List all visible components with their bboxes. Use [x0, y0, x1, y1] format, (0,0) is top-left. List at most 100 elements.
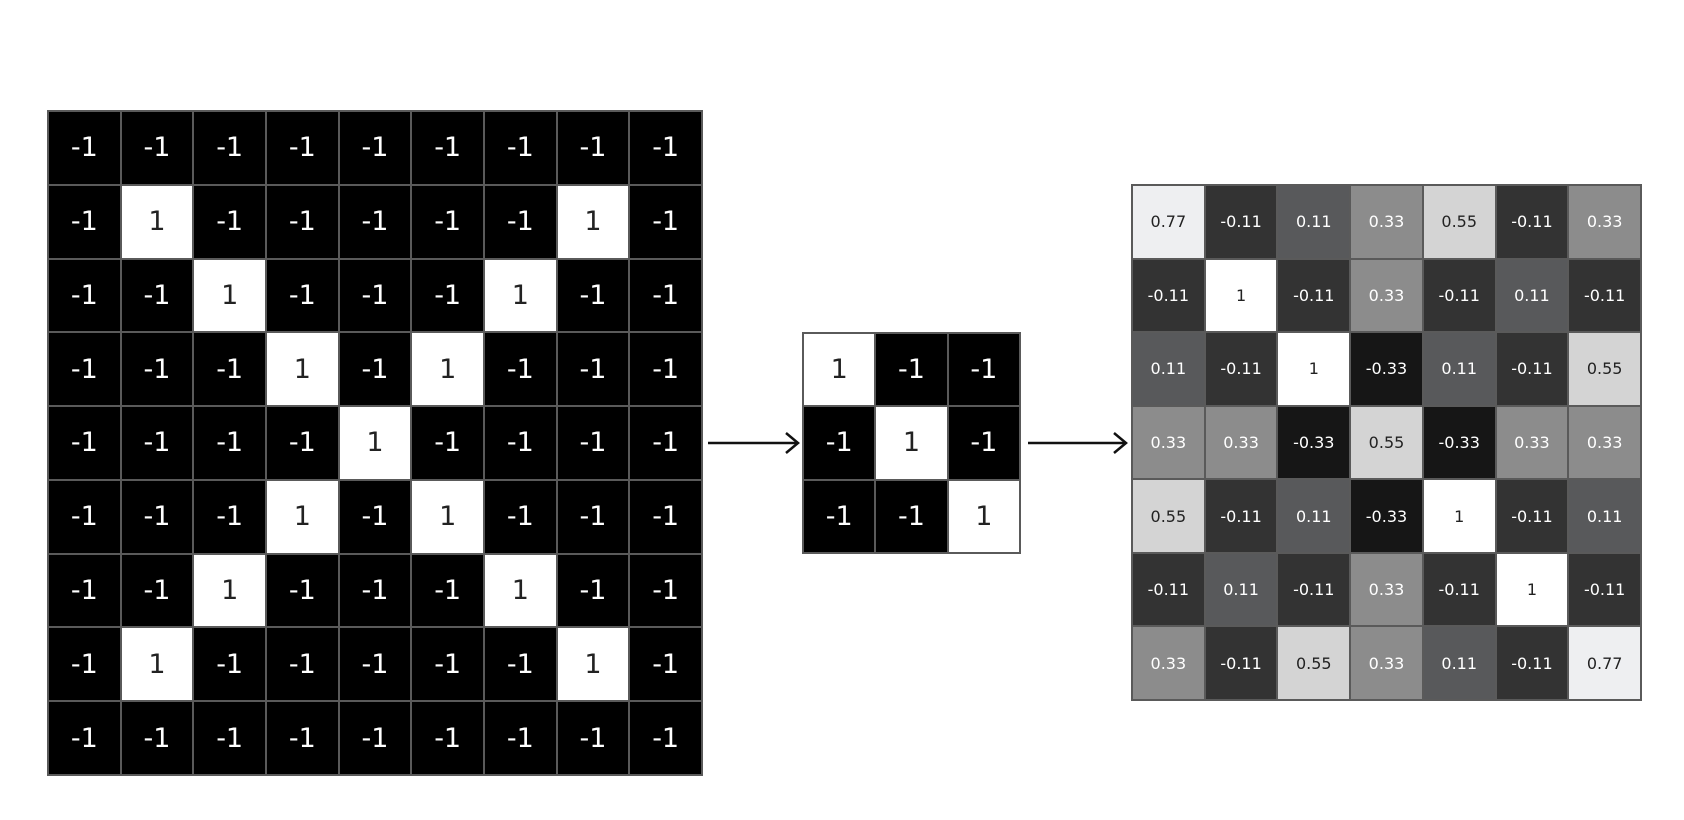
- input-cell: -1: [557, 554, 629, 627]
- output-cell: 0.33: [1569, 406, 1640, 479]
- kernel-cell: -1: [804, 407, 875, 479]
- output-cell: -0.11: [1423, 553, 1495, 626]
- input-cell: -1: [194, 333, 265, 406]
- output-cell: -0.33: [1423, 406, 1495, 479]
- arrow-right-icon: [1028, 432, 1128, 454]
- input-cell: 1: [557, 185, 629, 258]
- input-cell: -1: [630, 702, 701, 774]
- output-cell: 0.55: [1569, 333, 1640, 405]
- input-cell: -1: [194, 702, 265, 774]
- output-cell: -0.11: [1278, 553, 1350, 626]
- output-cell: 0.77: [1569, 627, 1640, 699]
- output-cell: 0.33: [1351, 553, 1422, 626]
- input-cell: -1: [266, 112, 338, 184]
- output-cell: -0.11: [1133, 553, 1204, 626]
- output-cell: -0.11: [1496, 333, 1568, 405]
- input-cell: -1: [484, 480, 556, 553]
- output-cell: 0.11: [1278, 186, 1350, 258]
- output-cell: -0.11: [1205, 627, 1277, 699]
- input-cell: -1: [339, 333, 411, 406]
- input-cell: -1: [557, 112, 629, 184]
- input-cell: -1: [121, 112, 193, 184]
- input-cell: -1: [412, 185, 483, 258]
- input-cell: -1: [266, 407, 338, 479]
- input-cell: -1: [266, 554, 338, 627]
- input-cell: -1: [630, 628, 701, 701]
- input-cell: -1: [630, 185, 701, 258]
- input-cell: -1: [557, 702, 629, 774]
- input-cell: -1: [121, 480, 193, 553]
- input-cell: -1: [484, 628, 556, 701]
- input-cell: -1: [266, 628, 338, 701]
- output-cell: 0.33: [1351, 627, 1422, 699]
- output-cell: 0.55: [1278, 627, 1350, 699]
- input-cell: -1: [339, 554, 411, 627]
- input-cell: -1: [121, 407, 193, 479]
- input-cell: -1: [49, 554, 120, 627]
- kernel-cell: -1: [876, 480, 947, 552]
- input-cell: -1: [412, 702, 483, 774]
- output-cell: 0.11: [1423, 627, 1495, 699]
- input-cell: -1: [49, 185, 120, 258]
- output-cell: -0.11: [1569, 553, 1640, 626]
- output-cell: 0.55: [1351, 406, 1422, 479]
- output-cell: -0.11: [1205, 186, 1277, 258]
- output-cell: 0.33: [1351, 259, 1422, 332]
- kernel-cell: -1: [948, 407, 1019, 479]
- input-cell: -1: [412, 407, 483, 479]
- input-cell: -1: [630, 112, 701, 184]
- output-cell: 0.33: [1205, 406, 1277, 479]
- input-cell: -1: [194, 480, 265, 553]
- input-cell: -1: [557, 480, 629, 553]
- output-cell: -0.11: [1496, 627, 1568, 699]
- input-cell: -1: [194, 185, 265, 258]
- output-cell: 0.33: [1133, 627, 1204, 699]
- input-cell: 1: [194, 554, 265, 627]
- kernel-cell: 1: [804, 334, 875, 406]
- input-cell: -1: [630, 259, 701, 332]
- input-cell: -1: [557, 333, 629, 406]
- output-cell: 1: [1205, 259, 1277, 332]
- input-cell: -1: [339, 628, 411, 701]
- input-cell: -1: [339, 112, 411, 184]
- input-cell: -1: [484, 407, 556, 479]
- output-cell: -0.11: [1569, 259, 1640, 332]
- input-cell: -1: [266, 702, 338, 774]
- input-cell: 1: [121, 185, 193, 258]
- input-cell: -1: [412, 259, 483, 332]
- input-cell: -1: [412, 554, 483, 627]
- input-cell: -1: [484, 333, 556, 406]
- input-cell: 1: [412, 480, 483, 553]
- output-cell: 0.11: [1205, 553, 1277, 626]
- input-cell: -1: [49, 333, 120, 406]
- input-cell: -1: [412, 112, 483, 184]
- input-cell: -1: [194, 628, 265, 701]
- input-cell: -1: [339, 185, 411, 258]
- input-cell: -1: [49, 407, 120, 479]
- input-cell: -1: [49, 480, 120, 553]
- kernel-cell: -1: [948, 334, 1019, 406]
- output-cell: 0.33: [1351, 186, 1422, 258]
- output-cell: 0.11: [1423, 333, 1495, 405]
- input-cell: -1: [194, 407, 265, 479]
- input-cell: 1: [412, 333, 483, 406]
- input-cell: -1: [49, 259, 120, 332]
- input-cell: -1: [630, 554, 701, 627]
- output-cell: 0.33: [1133, 406, 1204, 479]
- kernel-cell: -1: [876, 334, 947, 406]
- input-cell: -1: [121, 333, 193, 406]
- input-cell: 1: [557, 628, 629, 701]
- output-cell: 1: [1496, 553, 1568, 626]
- input-cell: -1: [484, 112, 556, 184]
- input-cell: -1: [266, 185, 338, 258]
- output-cell: 0.77: [1133, 186, 1204, 258]
- kernel-cell: 1: [948, 480, 1019, 552]
- input-cell: -1: [630, 480, 701, 553]
- output-cell: 0.11: [1569, 480, 1640, 552]
- input-cell: -1: [339, 480, 411, 553]
- input-cell: 1: [484, 554, 556, 627]
- output-cell: 0.33: [1569, 186, 1640, 258]
- output-cell: -0.11: [1278, 259, 1350, 332]
- input-cell: -1: [630, 333, 701, 406]
